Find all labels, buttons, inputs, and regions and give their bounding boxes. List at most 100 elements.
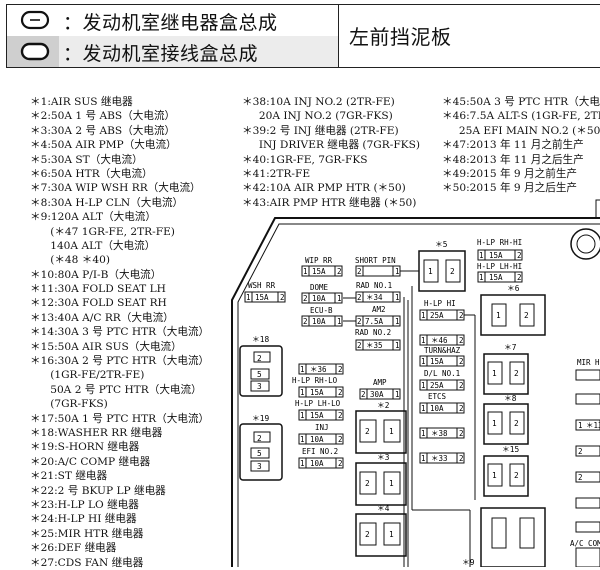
wsh-rr-value: 15A	[255, 293, 269, 302]
ecu-b-value: 10A	[312, 317, 326, 326]
rad-no1-value: ＊34	[366, 293, 383, 302]
junction-box-symbol-icon	[20, 42, 50, 61]
legend-line: ＊16:30A 2 号 PTC HTR（大电流）	[30, 355, 210, 368]
fuse-33	[419, 452, 465, 464]
label-rad-no1: RAD NO.1	[356, 281, 392, 290]
header-row-junction-box: ：发动机室接线盒总成	[7, 36, 338, 67]
legend-line: ＊43:AIR PMP HTR 继电器 (＊50)	[242, 196, 417, 209]
label-dome: DOME	[310, 283, 329, 292]
label-hlp-rh-lo: H-LP RH-LO	[292, 376, 338, 385]
fuse-38-pin-2: 2	[459, 429, 464, 438]
legend-line: ＊41:2TR-FE	[242, 167, 311, 180]
callout-5: ＊5	[435, 240, 448, 249]
junction-box-symbol	[7, 36, 59, 67]
etcs-pin-2: 2	[459, 404, 464, 413]
legend-line: ＊13:40A A/C RR（大电流）	[30, 311, 174, 324]
relay-2-pin-2: 2	[365, 427, 370, 436]
legend-line: 140A ALT（大电流）	[30, 239, 156, 252]
right-fuse-pin-2b: 2	[578, 473, 583, 482]
hlp-rh-lo-pin-2: 2	[338, 388, 343, 397]
relay-2	[355, 410, 407, 454]
header-table: ：发动机室继电器盒总成 ：发动机室接线盒总成 左前挡泥板	[6, 4, 600, 68]
legend-line: ＊5:30A ST（大电流）	[30, 153, 143, 166]
relay-19-pin-2: 2	[257, 434, 262, 443]
legend-line: ＊50:2015 年 9 月之后生产	[442, 182, 578, 195]
legend-line: ＊46:7.5A ALT-S (1GR-FE, 2TR-FE)	[442, 110, 600, 123]
hlp-hi-value: 25A	[430, 311, 444, 320]
fuse-rad-no1	[355, 291, 401, 303]
legend-line: ＊1:AIR SUS 继电器	[30, 96, 133, 108]
fuse-wsh-rr	[244, 291, 286, 303]
inj-value: 10A	[310, 435, 324, 444]
relay-7-pin-2: 2	[514, 369, 519, 378]
dl-no1-pin-2: 2	[459, 381, 464, 390]
legend-line: (1GR-FE/2TR-FE)	[30, 369, 145, 382]
legend-line: ＊47:2013 年 11 月之前生产	[442, 139, 584, 152]
label-efi-no2: EFI NO.2	[302, 447, 338, 456]
relay-19-pin-3: 3	[257, 462, 262, 471]
legend-line: 50A 2 号 PTC HTR（大电流）	[30, 383, 202, 396]
legend-line: ＊21:ST 继电器	[30, 470, 108, 483]
legend-line: ＊25:MIR HTR 继电器	[30, 527, 144, 540]
fuse-33-pin-1: 1	[421, 454, 426, 463]
label-amp: AMP	[373, 378, 387, 387]
hlp-rh-lo-pin-1: 1	[300, 388, 305, 397]
wip-rr-value: 15A	[312, 267, 326, 276]
legend-line: ＊26:DEF 继电器	[30, 542, 117, 555]
label-ecu-b: ECU-B	[310, 306, 333, 315]
callout-6: ＊6	[507, 284, 520, 293]
relay-15-pin-1: 1	[492, 471, 497, 480]
relay-box-symbol	[7, 5, 59, 36]
fuse-36-pin-1: 1	[300, 365, 305, 374]
label-short-pin: SHORT PIN	[355, 256, 396, 265]
relay-4-pin-2: 2	[365, 530, 370, 539]
relay-18-pin-5: 5	[257, 370, 262, 379]
fuse-amp	[359, 388, 401, 400]
relay-8-pin-1: 1	[492, 419, 497, 428]
legend-line: ＊39:2 号 INJ 继电器 (2TR-FE)	[242, 124, 399, 137]
fuse-38-value: ＊38	[431, 429, 448, 438]
rad-no2-pin-1: 1	[395, 341, 400, 350]
label-hlp-lh-lo: H-LP LH-LO	[295, 399, 341, 408]
label-etcs: ETCS	[428, 392, 447, 401]
relay-19-pin-5: 5	[257, 449, 262, 458]
wip-rr-pin-1: 1	[303, 267, 308, 276]
legend-line: ＊12:30A FOLD SEAT RH	[30, 297, 167, 310]
relay-3-pin-1: 1	[389, 479, 394, 488]
am2-value: 7.5A	[365, 317, 384, 326]
relay-15	[483, 455, 529, 497]
relay-18-pin-3: 3	[257, 382, 262, 391]
header-left-cell: ：发动机室继电器盒总成 ：发动机室接线盒总成	[7, 5, 339, 67]
callout-15: ＊15	[502, 445, 519, 454]
legend-column-3: ＊45:50A 3 号 PTC HTR（大电流）＊46:7.5A ALT-S (…	[442, 95, 600, 196]
hlp-lh-lo-pin-1: 1	[300, 411, 305, 420]
legend-line: ＊22:2 号 BKUP LP 继电器	[30, 484, 166, 497]
right-fuse-13-value: ＊13	[586, 421, 600, 430]
right-edge-blocks	[575, 369, 600, 567]
legend-line: ＊40:1GR-FE, 7GR-FKS	[242, 153, 368, 166]
fuse-36	[298, 363, 344, 375]
label-inj: INJ	[315, 423, 329, 432]
turn-haz-pin-1: 1	[421, 357, 426, 366]
wsh-rr-pin-2: 2	[280, 293, 285, 302]
legend-line: ＊4:50A AIR PMP（大电流）	[30, 139, 177, 152]
label-hlp-hi: H-LP HI	[424, 299, 456, 308]
fuse-short-pin	[355, 265, 401, 277]
callout-9: ＊9	[462, 558, 475, 567]
relay-5-pin-2: 2	[450, 267, 455, 276]
hlp-rh-hi-pin-1: 1	[479, 251, 484, 260]
relay-3	[355, 462, 407, 506]
hlp-hi-pin-1: 1	[421, 311, 426, 320]
hlp-lh-hi-pin-2: 2	[517, 273, 522, 282]
turn-haz-pin-2: 2	[459, 357, 464, 366]
label-mir-h: MIR H	[577, 358, 600, 367]
legend-line: ＊24:H-LP HI 继电器	[30, 513, 137, 526]
fuse-hlp-rh-hi	[477, 249, 523, 261]
legend-line: ＊7:30A WIP WSH RR（大电流）	[30, 182, 201, 195]
relay-6	[480, 294, 546, 336]
rad-no1-pin-2: 2	[357, 293, 362, 302]
legend-line: ＊8:30A H-LP CLN（大电流）	[30, 196, 184, 209]
hlp-rh-lo-value: 15A	[310, 388, 324, 397]
location-title: 左前挡泥板	[349, 25, 452, 49]
relay-box-title: ：发动机室继电器盒总成	[63, 12, 278, 34]
